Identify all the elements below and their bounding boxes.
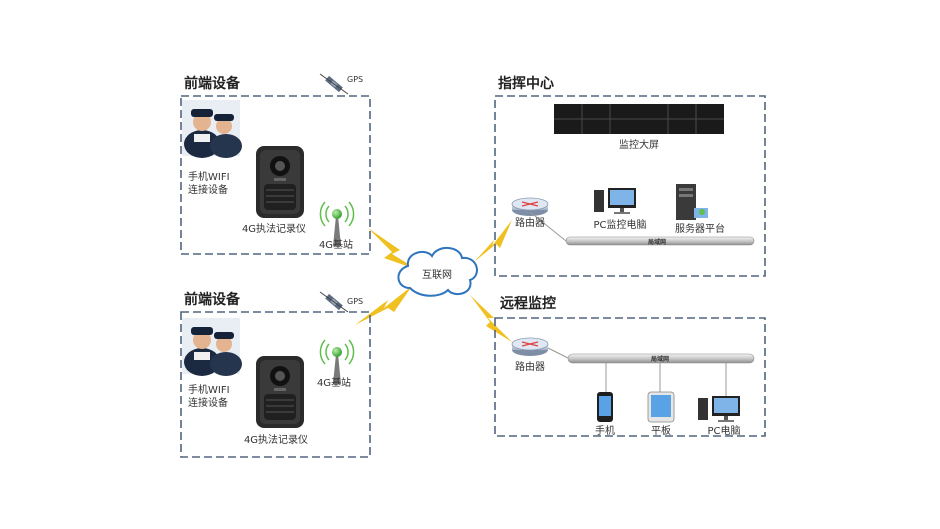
video-wall-label: 监控大屏 [619, 138, 659, 151]
remote-monitoring-title: 远程监控 [500, 295, 556, 312]
tablet-icon [647, 391, 675, 423]
remote-monitoring-group: 远程监控 局域网 路由器 手机 平板 PC电脑 [494, 295, 766, 437]
command-center-lan-label: 局域网 [647, 238, 666, 246]
command-center-title: 指挥中心 [498, 75, 554, 92]
front-end-bottom-gps-label: GPS [347, 297, 363, 306]
smartphone-icon [597, 392, 613, 422]
front-end-top-phone-label-2: 连接设备 [188, 183, 228, 196]
command-center-group: 指挥中心 监控大屏 局域网 路由器 PC监控电脑 [494, 75, 766, 277]
front-end-top-gps-label: GPS [347, 75, 363, 84]
command-center-pc-label: PC监控电脑 [593, 218, 646, 231]
front-end-top-recorder-label: 4G执法记录仪 [242, 222, 306, 235]
internet-label: 互联网 [422, 269, 452, 281]
police-officers-image [182, 100, 242, 158]
lightning-link-top-front [368, 228, 418, 270]
internet-cloud: 互联网 [397, 247, 478, 297]
server-icon [676, 184, 708, 220]
desktop-pc-icon [594, 188, 636, 214]
front-end-bottom-base-station-label: 4G基站 [317, 376, 351, 389]
front-end-bottom-phone-label-1: 手机WIFI [188, 383, 230, 396]
remote-phone-label: 手机 [595, 424, 615, 437]
front-end-top-border [180, 95, 371, 255]
front-end-bottom-title: 前端设备 [184, 291, 241, 308]
router-icon [511, 337, 549, 357]
body-camera-icon [255, 145, 305, 219]
front-end-top-phone-label-1: 手机WIFI [188, 170, 230, 183]
body-camera-icon [255, 355, 305, 429]
lightning-link-command-center [474, 220, 512, 262]
remote-router-label: 路由器 [515, 360, 545, 373]
satellite-icon [319, 73, 349, 95]
police-officers-image [182, 318, 242, 376]
router-icon [511, 197, 549, 217]
command-center-border [494, 95, 766, 277]
lightning-link-bottom-front [355, 286, 412, 325]
front-end-bottom-recorder-label: 4G执法记录仪 [244, 433, 308, 446]
command-center-router-label: 路由器 [515, 216, 545, 229]
satellite-icon [319, 291, 349, 313]
front-end-bottom-border [180, 311, 371, 458]
remote-lan-label: 局域网 [650, 355, 669, 363]
front-end-bottom-phone-label-2: 连接设备 [188, 396, 228, 409]
front-end-bottom-group: 前端设备 GPS 手机WIFI 连接设备 4G执法记录仪 4G基站 [180, 291, 371, 458]
remote-monitoring-border [494, 317, 766, 437]
lan-bus [567, 353, 755, 364]
desktop-pc-icon [698, 396, 740, 422]
front-end-top-base-station-label: 4G基站 [319, 238, 353, 251]
remote-tablet-label: 平板 [651, 424, 671, 437]
front-end-top-title: 前端设备 [184, 75, 241, 92]
remote-pc-label: PC电脑 [707, 424, 740, 437]
lightning-link-remote [470, 295, 512, 342]
front-end-top-group: 前端设备 GPS 手机WIFI 连接设备 4G执法记录仪 4G基站 [180, 73, 371, 255]
command-center-server-label: 服务器平台 [675, 222, 725, 235]
video-wall-icon [554, 104, 724, 134]
